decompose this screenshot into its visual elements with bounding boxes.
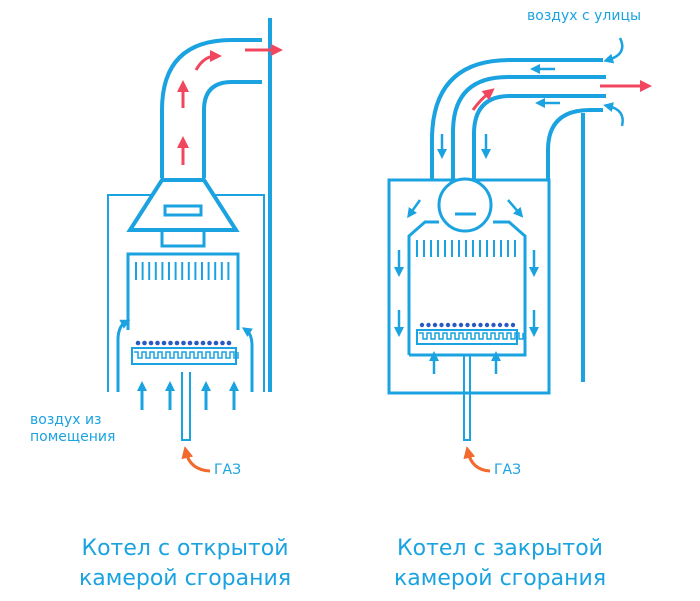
right-gas-label: ГАЗ xyxy=(494,462,522,478)
gas-pipe xyxy=(463,355,471,441)
left-gas-label: ГАЗ xyxy=(214,462,242,478)
air-arrow xyxy=(603,37,624,64)
flue-gas-arrows xyxy=(177,44,283,165)
closed-chamber-boiler xyxy=(387,58,606,441)
flue-gas-arrows xyxy=(471,80,652,111)
room-air-label: воздух из помещения xyxy=(30,412,115,446)
room-air-arrows xyxy=(116,319,254,410)
open-chamber-caption-line1: Котел с открытой xyxy=(81,536,289,561)
fan-housing xyxy=(437,177,493,233)
flue-arrow xyxy=(471,88,495,111)
open-chamber-caption: Котел с открытой камерой сгорания xyxy=(55,534,315,594)
air-arrow xyxy=(241,327,254,392)
air-arrow xyxy=(507,199,524,218)
air-arrow xyxy=(603,102,624,127)
gas-pipe xyxy=(181,372,191,441)
burner xyxy=(131,347,237,365)
burner xyxy=(416,329,518,345)
hood-slot xyxy=(163,204,203,217)
coaxial-outer-pipe xyxy=(430,58,603,180)
open-chamber-caption-line2: камерой сгорания xyxy=(78,566,292,591)
burner-teeth xyxy=(419,332,524,340)
flue-pipe xyxy=(160,38,262,178)
outside-air-label: воздух с улицы xyxy=(527,8,642,24)
open-burner-flames xyxy=(135,340,232,346)
heat-exchanger xyxy=(126,252,240,330)
burner-teeth xyxy=(134,351,239,359)
flue-arrow xyxy=(194,50,222,71)
combustion-chamber xyxy=(407,220,527,357)
hood-neck xyxy=(160,228,206,248)
outside-air-arrows xyxy=(394,37,624,374)
closed-chamber-caption-line1: Котел с закрытой xyxy=(397,536,603,561)
coaxial-inner-pipe xyxy=(451,75,606,180)
exchanger-fins xyxy=(416,240,516,257)
air-arrow xyxy=(407,199,422,219)
closed-burner-flames xyxy=(419,322,516,328)
air-arrow xyxy=(116,319,131,392)
closed-chamber-caption-line2: камерой сгорания xyxy=(393,566,607,591)
room-air-label-line2: помещения xyxy=(30,429,116,445)
gas-inlet-arrow xyxy=(181,446,211,473)
room-air-label-line1: воздух из xyxy=(30,412,102,428)
gas-inlet-arrow xyxy=(463,446,491,473)
closed-chamber-caption: Котел с закрытой камерой сгорания xyxy=(370,534,630,594)
open-chamber-boiler xyxy=(107,18,272,441)
exchanger-fins xyxy=(135,262,230,280)
